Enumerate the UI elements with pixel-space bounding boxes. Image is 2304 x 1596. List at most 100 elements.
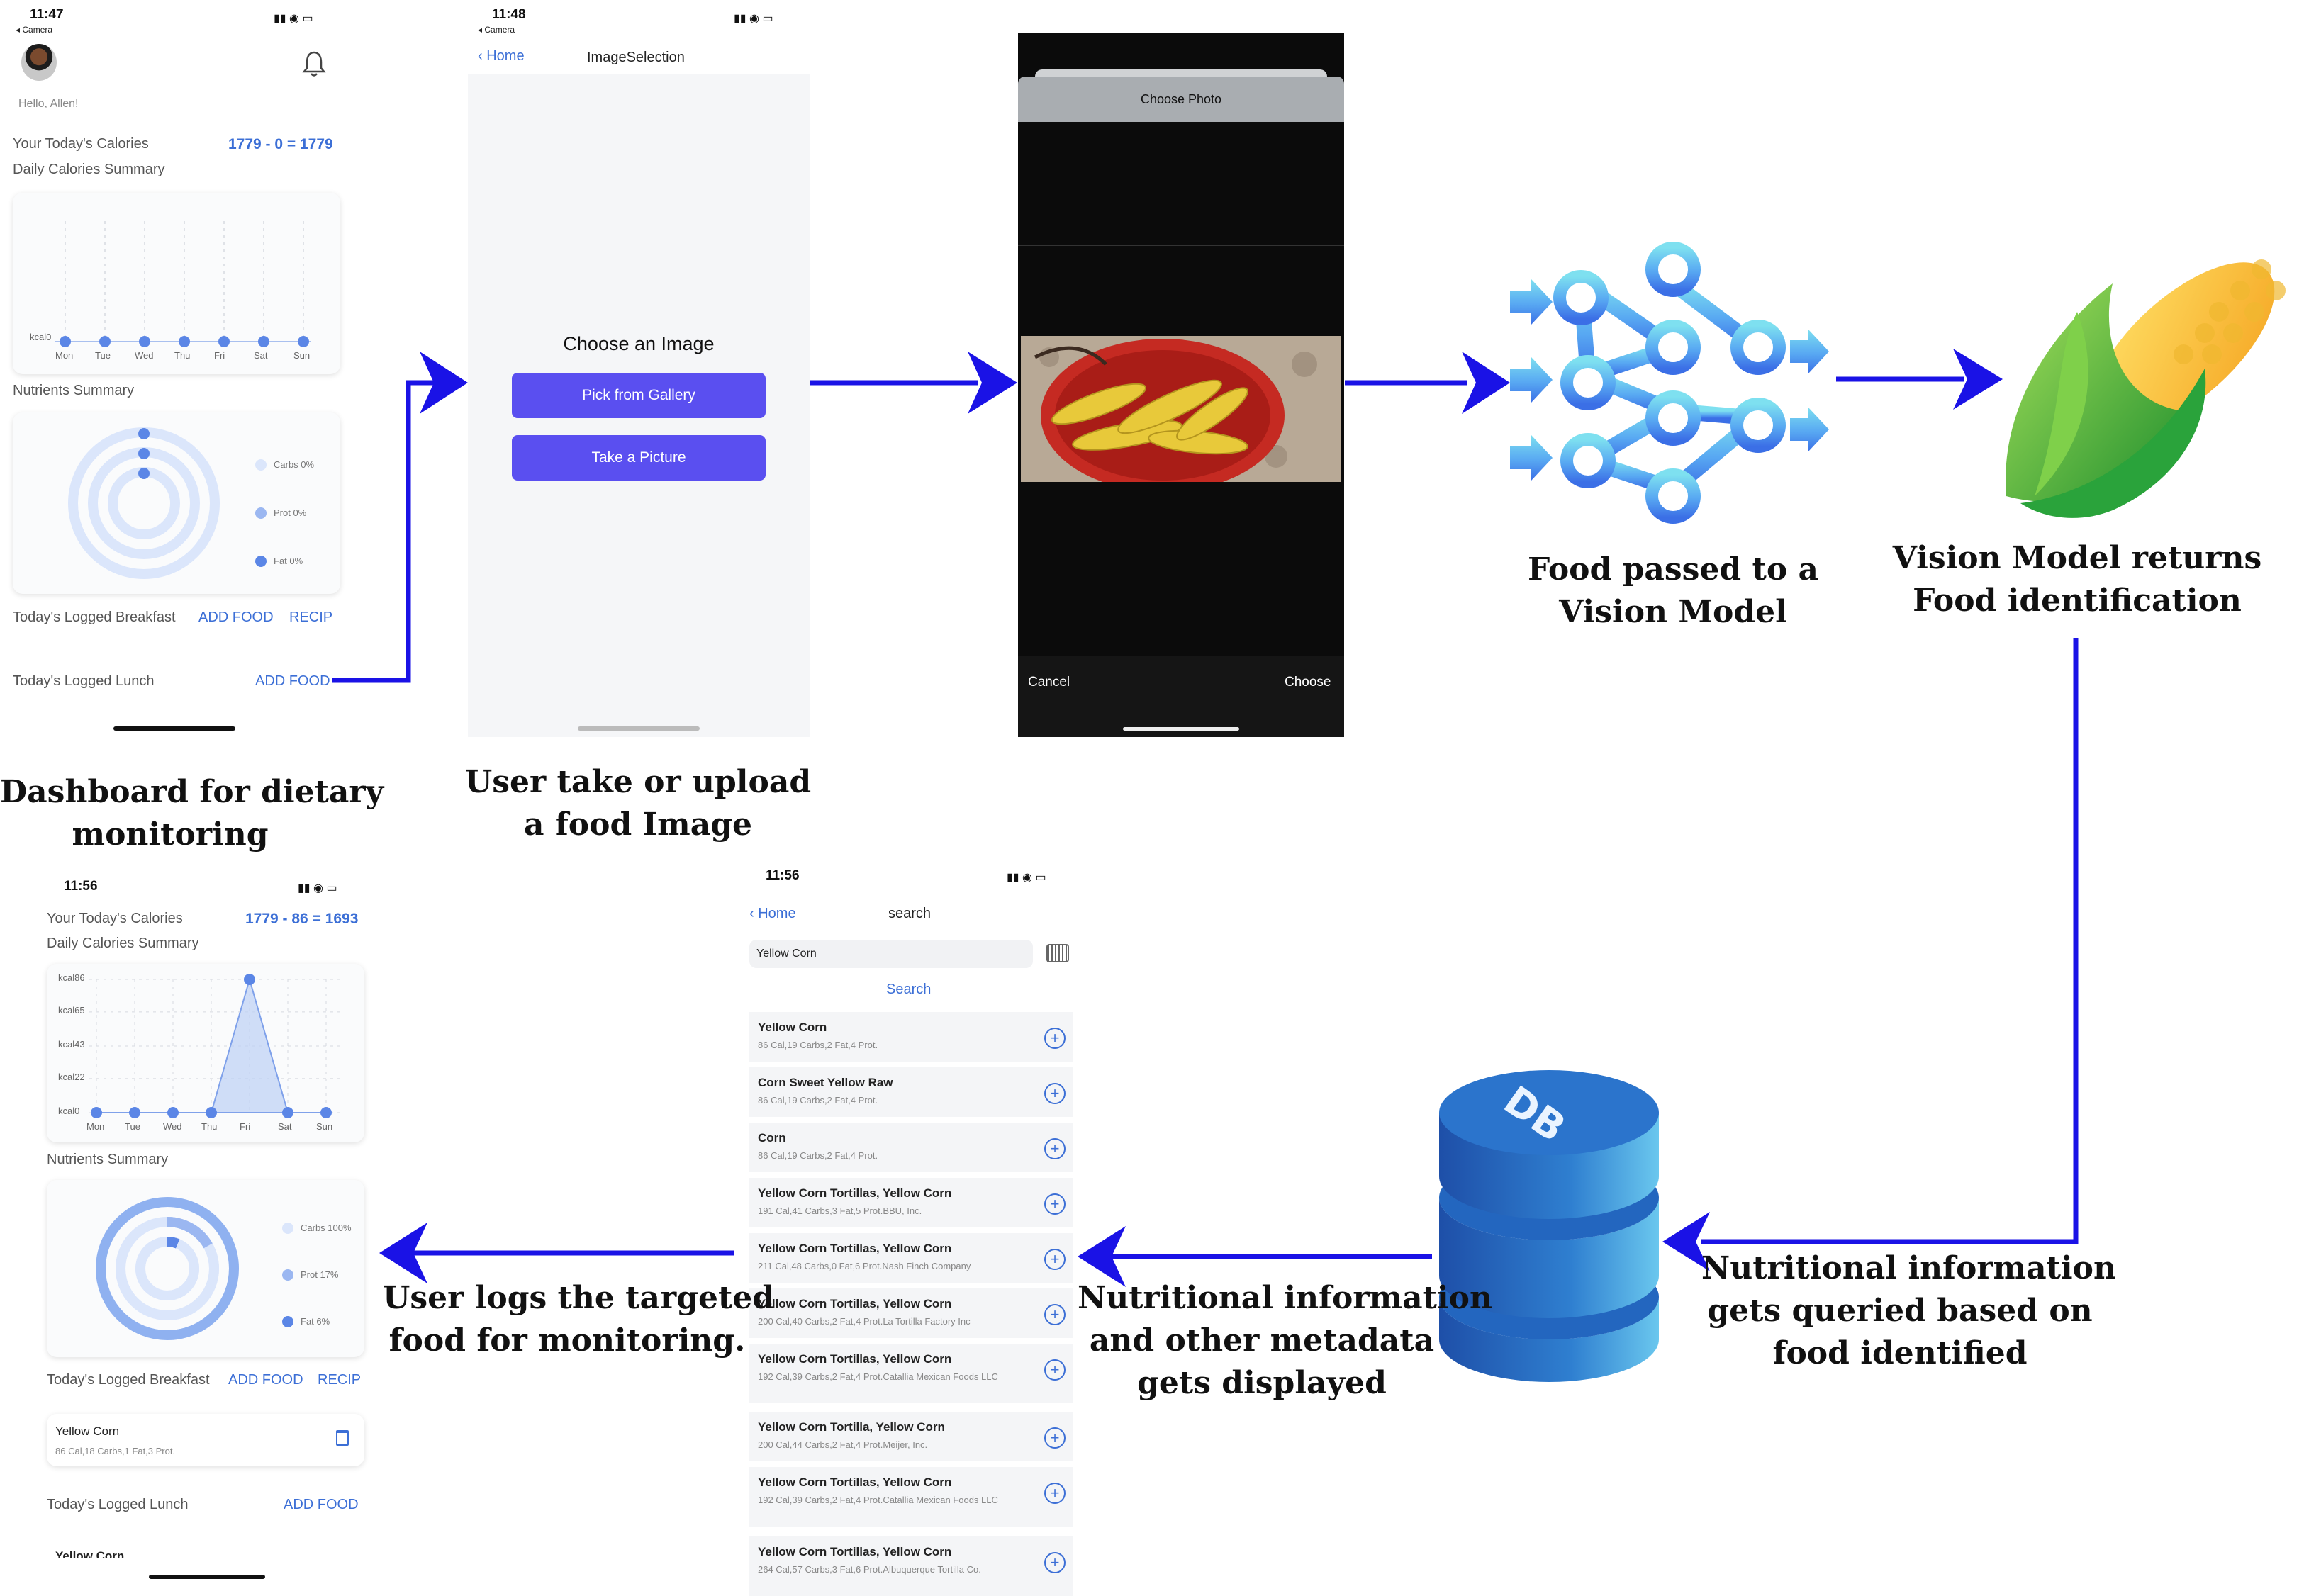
caption-dashboard-line1: Dashboard for dietary [0, 774, 384, 810]
chart-y-tick: kcal0 [30, 332, 52, 342]
search-result-item[interactable]: Yellow Corn Tortillas, Yellow Corn 200 Ca… [749, 1288, 1073, 1338]
chevron-left-icon: ‹ [478, 48, 487, 64]
photo-picker-title: Choose Photo [1140, 92, 1222, 106]
trash-icon[interactable] [336, 1430, 349, 1446]
chart-y-tick: kcal22 [58, 1071, 85, 1082]
search-result-title: Yellow Corn Tortillas, Yellow Corn [758, 1545, 952, 1558]
d2-daily-summary-label: Daily Calories Summary [47, 935, 199, 951]
breakfast-recipe-link[interactable]: RECIP [289, 609, 333, 625]
nutrients-ring-chart [68, 427, 220, 579]
search-result-item[interactable]: Yellow Corn Tortillas, Yellow Corn 264 Ca… [749, 1536, 1073, 1596]
status-icons: ▮▮ ◉ ▭ [274, 13, 313, 25]
d2-lunch-item-clip: Yellow Corn [47, 1539, 364, 1558]
chart-y-tick: kcal0 [58, 1106, 80, 1116]
search-result-subtitle: 264 Cal,57 Carbs,3 Fat,6 Prot.Albuquerqu… [758, 1564, 981, 1575]
nav-back-home[interactable]: ‹ Home [478, 48, 525, 64]
chart-day-label: Fri [214, 350, 225, 361]
chart-day-label: Sun [316, 1121, 333, 1132]
add-circle-icon[interactable]: + [1044, 1304, 1066, 1325]
search-button[interactable]: Search [886, 982, 932, 997]
pick-from-gallery-button[interactable]: Pick from Gallery [512, 373, 766, 418]
status-back-camera[interactable]: ◂ Camera [16, 25, 53, 35]
corn-plate-photo [1021, 336, 1341, 482]
lunch-add-food-link[interactable]: ADD FOOD [255, 673, 330, 689]
search-nav-title: search [888, 906, 932, 921]
dashboard-screen-initial: 11:47 ◂ Camera ▮▮ ◉ ▭ Hello, Allen! Your… [0, 0, 347, 744]
d2-lunch-label: Today's Logged Lunch [47, 1497, 189, 1512]
add-circle-icon[interactable]: + [1044, 1552, 1066, 1573]
chart-day-label: Mon [55, 350, 74, 361]
search-result-title: Yellow Corn Tortilla, Yellow Corn [758, 1420, 945, 1434]
d2-legend-prot: Prot 17% [282, 1252, 352, 1298]
caption-displayed-line3: gets displayed [1137, 1365, 1387, 1401]
search-status-icons: ▮▮ ◉ ▭ [1007, 872, 1046, 884]
d2-breakfast-add-food-link[interactable]: ADD FOOD [228, 1372, 303, 1388]
add-circle-icon[interactable]: + [1044, 1427, 1066, 1449]
d2-legend-prot-text: Prot 17% [301, 1269, 339, 1280]
image-selection-screen: 11:48 ◂ Camera ▮▮ ◉ ▭ ‹ Home ImageSelect… [468, 0, 810, 737]
add-circle-icon[interactable]: + [1044, 1193, 1066, 1215]
d2-calories-value: 1779 - 86 = 1693 [245, 911, 359, 927]
nav-back-label: Home [486, 48, 525, 64]
search-result-title: Yellow Corn Tortillas, Yellow Corn [758, 1352, 952, 1366]
legend-prot-text: Prot 0% [274, 507, 307, 518]
add-circle-icon[interactable]: + [1044, 1028, 1066, 1049]
arrowhead-4 [1953, 349, 2003, 410]
d2-nutrient-legend: Carbs 100% Prot 17% Fat 6% [282, 1205, 352, 1345]
home-indicator [1123, 727, 1239, 731]
d2-lunch-add-food-link[interactable]: ADD FOOD [284, 1497, 359, 1512]
breakfast-add-food-link[interactable]: ADD FOOD [198, 609, 274, 625]
corn-icon [2006, 259, 2286, 518]
add-circle-icon[interactable]: + [1044, 1483, 1066, 1504]
home-indicator [578, 726, 700, 731]
chart-point [218, 336, 230, 347]
nutrients-label: Nutrients Summary [13, 383, 135, 398]
cancel-button[interactable]: Cancel [1028, 675, 1070, 690]
home-indicator [113, 726, 235, 731]
add-circle-icon[interactable]: + [1044, 1249, 1066, 1270]
choose-button[interactable]: Choose [1285, 675, 1331, 690]
search-input[interactable]: Yellow Corn [749, 940, 1033, 968]
chart-point [139, 336, 150, 347]
search-result-subtitle: 211 Cal,48 Carbs,0 Fat,6 Prot.Nash Finch… [758, 1261, 971, 1271]
chart-day-label: Wed [135, 350, 154, 361]
add-circle-icon[interactable]: + [1044, 1138, 1066, 1159]
food-photo[interactable] [1021, 336, 1341, 482]
daily-summary-label: Daily Calories Summary [13, 162, 165, 177]
caption-upload: User take or upload a food Image [454, 761, 822, 846]
caption-logs-line1: User logs the targeted [383, 1280, 775, 1316]
toolbar [1018, 656, 1344, 737]
chart-point [91, 1107, 102, 1118]
chart-point [167, 1107, 179, 1118]
status-back-camera[interactable]: ◂ Camera [478, 25, 515, 35]
barcode-icon[interactable] [1046, 944, 1069, 962]
add-circle-icon[interactable]: + [1044, 1359, 1066, 1381]
search-nav-back[interactable]: ‹ Home [749, 906, 796, 922]
search-result-title: Yellow Corn Tortillas, Yellow Corn [758, 1476, 952, 1489]
photo-picker-screen: Choose Photo Cancel Choose [1018, 33, 1344, 737]
photo-picker-header [1018, 77, 1344, 122]
chart-y-tick: kcal86 [58, 972, 85, 983]
search-result-subtitle: 200 Cal,40 Carbs,2 Fat,4 Prot.La Tortill… [758, 1316, 971, 1327]
take-picture-button[interactable]: Take a Picture [512, 435, 766, 481]
search-result-title: Yellow Corn Tortillas, Yellow Corn [758, 1297, 952, 1310]
arrowhead-6 [1078, 1226, 1126, 1287]
chart-point [179, 336, 190, 347]
d2-breakfast-recipe-link[interactable]: RECIP [318, 1372, 362, 1388]
avatar[interactable] [21, 44, 57, 81]
add-circle-icon[interactable]: + [1044, 1083, 1066, 1104]
breakfast-label: Today's Logged Breakfast [13, 609, 176, 625]
chart-y-tick: kcal65 [58, 1004, 85, 1016]
chart-point [60, 336, 71, 347]
search-result-title: Corn Sweet Yellow Raw [758, 1076, 893, 1089]
caption-vision-model: Food passed to a Vision Model [1496, 549, 1850, 634]
bell-icon[interactable] [301, 50, 327, 78]
